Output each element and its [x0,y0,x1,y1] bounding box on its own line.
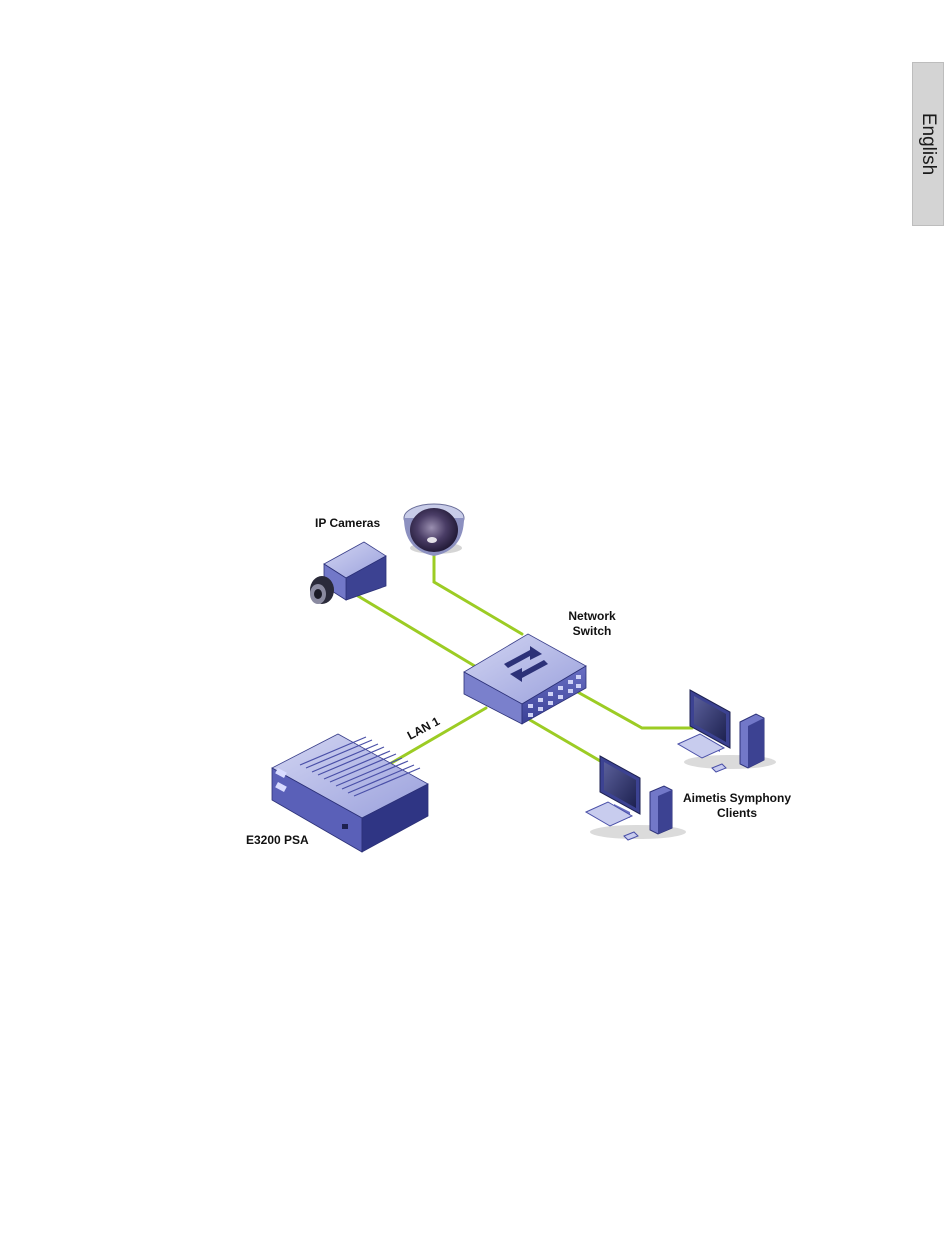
label-network-switch-line2: Switch [573,624,612,638]
client-computer-left-icon[interactable] [586,756,686,840]
label-ip-cameras: IP Cameras [315,516,380,530]
label-appliance: E3200 PSA [246,833,309,847]
cable-client-left [530,720,602,762]
label-network-switch-line1: Network [568,609,616,623]
label-clients-line1: Aimetis Symphony [683,791,791,805]
cable-dome-camera [434,556,522,634]
box-camera-icon[interactable] [310,542,386,604]
cable-client-right [574,690,692,728]
label-clients-line2: Clients [717,806,757,820]
client-computer-right-icon[interactable] [678,690,776,772]
dome-camera-icon[interactable] [404,504,464,556]
cable-box-camera [358,596,478,668]
cable-lan-1 [388,708,486,765]
